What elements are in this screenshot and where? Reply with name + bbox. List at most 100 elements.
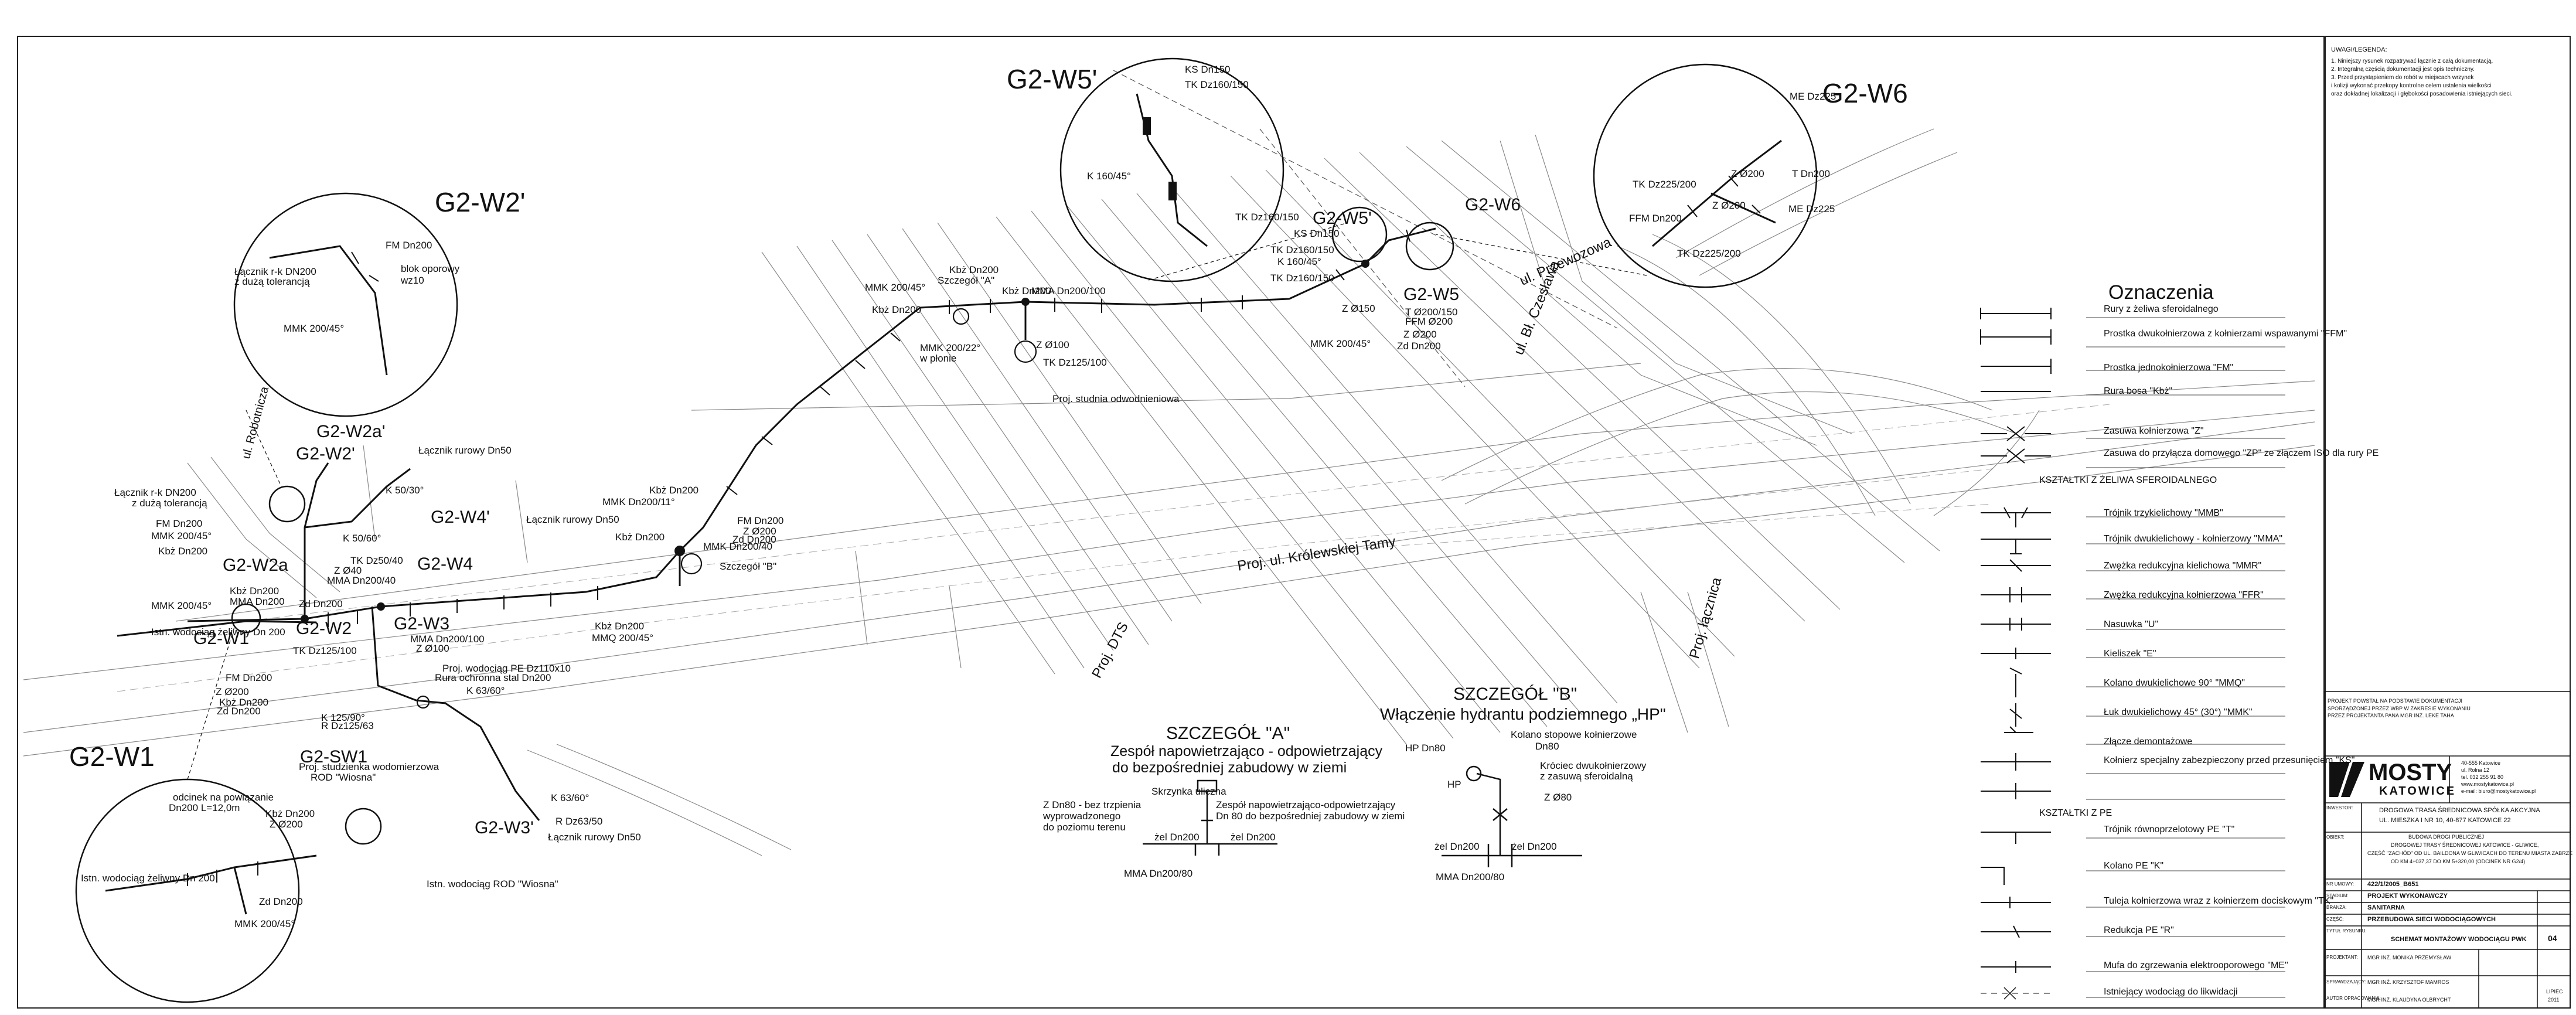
- pipe-annotation: FM Dn200: [386, 240, 432, 251]
- pipe-annotation: TK Dz125/100: [1043, 357, 1107, 368]
- tb-field-label: INWESTOR:: [2326, 805, 2353, 810]
- pipe-annotation: K 63/60°: [466, 685, 505, 696]
- pipe-annotation: T Dn200: [1792, 168, 1830, 179]
- pipe-annotation: Z Ø100: [416, 643, 449, 654]
- pipe-annotation: Z Ø200: [743, 526, 776, 537]
- tb-field-label: STADIUM:: [2326, 893, 2349, 898]
- tb-addr: ul. Rolna 12: [2461, 767, 2490, 773]
- tb-designer: MGR INŻ. MONIKA PRZEMYSŁAW: [2367, 955, 2452, 960]
- legend-item: Zwężka redukcyjna kielichowa "MMR": [2104, 561, 2262, 571]
- legend-item: Kolano dwukielichowe 90° "MMQ": [2104, 678, 2245, 688]
- legend-item: Zwężka redukcyjna kołnierzowa "FFR": [2104, 590, 2264, 600]
- pipe-annotation: Z Ø40: [334, 565, 362, 576]
- pipe-annotation: K 63/60°: [551, 792, 590, 803]
- pipe-annotation: FM Dn200: [226, 672, 272, 683]
- detail-a-title: SZCZEGÓŁ "A": [1166, 724, 1290, 743]
- detail-a-label: MMA Dn200/80: [1124, 868, 1193, 879]
- notes-title: UWAGI/LEGENDA:: [2331, 46, 2387, 53]
- pipe-annotation: TK Dz125/100: [293, 645, 357, 656]
- pipe-annotation: MMA Dn200/100: [1031, 285, 1106, 297]
- tb-drawing: SCHEMAT MONTAŻOWY WODOCIĄGU PWK: [2391, 936, 2527, 943]
- legend-item: Łuk dwukielichowy 45° (30°) "MMK": [2104, 707, 2253, 717]
- tb-date: 2011: [2548, 997, 2560, 1003]
- label-w5p: G2-W5': [1313, 209, 1372, 228]
- tb-field-label: BRANŻA:: [2326, 905, 2347, 910]
- legend-item: Trójnik trzykielichowy "MMB": [2104, 508, 2223, 518]
- pipe-annotation: K 160/45°: [1277, 256, 1321, 267]
- pipe-annotation: Z Ø200: [1731, 168, 1764, 179]
- note-line: 1. Niniejszy rysunek rozpatrywać łącznie…: [2331, 58, 2493, 64]
- pipe-annotation: TK Dz160/150: [1270, 244, 1334, 256]
- detail-b-label: żel Dn200: [1512, 841, 1557, 852]
- tb-investor2: UL. MIESZKA I NR 10, 40-877 KATOWICE 22: [2379, 817, 2511, 824]
- pipe-annotation: FM Dn200: [737, 515, 784, 526]
- legend-item: Trójnik równoprzelotowy PE "T": [2104, 825, 2235, 835]
- pipe-annotation: MMK 200/22°: [920, 342, 981, 353]
- pipe-annotation: Kbż Dn200: [158, 546, 208, 557]
- detail-a-label: do poziomu terenu: [1043, 822, 1126, 833]
- pipe-annotation: Kbż Dn200: [219, 697, 269, 708]
- tb-object: CZĘŚĆ "ZACHÓD" OD UL. BAILDONA W GLIWICA…: [2367, 850, 2573, 856]
- pipe-annotation: Kbż Dn200: [230, 585, 280, 597]
- pipe-annotation: blok oporowy: [401, 263, 460, 274]
- label-w2p: G2-W2': [296, 444, 355, 464]
- pipe-annotation: MMQ 200/45°: [592, 632, 654, 643]
- tb-field-label: SPRAWDZAJĄCY:: [2326, 979, 2366, 985]
- detail-b-label: Kolano stopowe kołnierzowe: [1511, 729, 1637, 740]
- tb-investor: DROGOWA TRASA ŚREDNICOWA SPÓŁKA AKCYJNA: [2379, 807, 2540, 814]
- pipe-annotation: MMA Dn200: [230, 596, 285, 607]
- pipe-annotation: K 160/45°: [1087, 171, 1131, 182]
- pipe-annotation: Łącznik rurowy Dn50: [526, 514, 619, 525]
- legend-item: Kołnierz specjalny zabezpieczony przed p…: [2104, 755, 2355, 765]
- pipe-annotation: Dn200 L=12,0m: [169, 802, 240, 813]
- detail-b-title: SZCZEGÓŁ "B": [1453, 684, 1577, 704]
- pipe-annotation: MMA Dn200/40: [327, 575, 396, 586]
- pipe-annotation: Łącznik r-k DN200: [234, 266, 316, 277]
- detail-b-label: Dn80: [1535, 741, 1559, 752]
- callout-w6-title: G2-W6: [1822, 78, 1908, 108]
- legend-item: KSZTAŁTKI Z ŻELIWA SFEROIDALNEGO: [2039, 475, 2217, 485]
- pipe-annotation: Zd Dn200: [299, 598, 343, 609]
- legend-item: Rury z żeliwa sferoidalnego: [2104, 304, 2219, 314]
- detail-b-label: HP: [1447, 779, 1461, 790]
- pipe-annotation: Z Ø150: [1342, 303, 1375, 314]
- pipe-annotation: w płonie: [920, 353, 957, 364]
- detail-a-label: Z Dn80 - bez trzpienia: [1043, 799, 1142, 810]
- label-w2: G2-W2: [296, 619, 352, 638]
- tb-checker: MGR INŻ. KRZYSZTOF MAMROS: [2367, 979, 2449, 985]
- pipe-annotation: odcinek na powiązanie: [173, 792, 274, 803]
- pipe-annotation: Łącznik rurowy Dn50: [418, 445, 512, 456]
- detail-b-sub: Włączenie hydrantu podziemnego „HP": [1380, 705, 1666, 723]
- pipe-annotation: ME Dz225: [1788, 203, 1835, 214]
- detail-a-label: żel Dn200: [1231, 832, 1276, 843]
- tb-field-label: CZĘŚĆ:: [2326, 917, 2344, 922]
- note-line: oraz dokładnej lokalizacji i głębokości …: [2331, 91, 2513, 97]
- pipe-annotation: Kbż Dn200: [872, 304, 922, 315]
- pipe-annotation: Istn. wodociąg żeliwny Dn 200: [81, 873, 215, 884]
- label-w4p: G2-W4': [431, 508, 490, 527]
- tb-author: MGR INŻ. KLAUDYNA OLBRYCHT: [2367, 997, 2451, 1003]
- legend-item: Zasuwa do przyłącza domowego "ZP" ze złą…: [2104, 448, 2379, 458]
- label-w3: G2-W3: [394, 614, 450, 633]
- detail-b-label: z zasuwą sferoidalną: [1540, 771, 1633, 782]
- tb-company2: KATOWICE: [2379, 785, 2456, 798]
- pipe-annotation: Szczegół "A": [938, 275, 995, 286]
- pipe-annotation: TK Dz225/200: [1677, 248, 1741, 259]
- tb-nr: 422/1/2005_B651: [2367, 881, 2419, 888]
- pipe-annotation: Rura ochronna stal Dn200: [435, 672, 551, 683]
- pipe-annotation: Z Ø200: [1403, 329, 1437, 340]
- detail-a-label: Dn 80 do bezpośredniej zabudowy w ziemi: [1216, 810, 1405, 822]
- legend-item: Tuleja kołnierzowa wraz z kołnierzem doc…: [2104, 896, 2334, 906]
- pipe-annotation: MMK Dn200/11°: [602, 496, 675, 508]
- tb-object: OD KM 4+037,37 DO KM 5+320,00 (ODCINEK N…: [2391, 859, 2526, 864]
- tb-addr: tel. 032 255 91 80: [2461, 774, 2504, 780]
- pipe-annotation: Łącznik r-k DN200: [114, 487, 196, 498]
- tb-addr: e-mail: biuro@mostykatowice.pl: [2461, 788, 2536, 794]
- detail-a-label: Zespół napowietrzająco-odpowietrzający: [1216, 799, 1396, 810]
- callout-w1-title: G2-W1: [69, 741, 155, 772]
- pipe-annotation: MMK 200/45°: [151, 600, 212, 611]
- pipe-annotation: ME Dz225: [1790, 91, 1836, 102]
- pipe-annotation: MMK 200/45°: [234, 918, 295, 929]
- legend-item: Kieliszek "E": [2104, 649, 2156, 659]
- detail-a-label: żel Dn200: [1154, 832, 1200, 843]
